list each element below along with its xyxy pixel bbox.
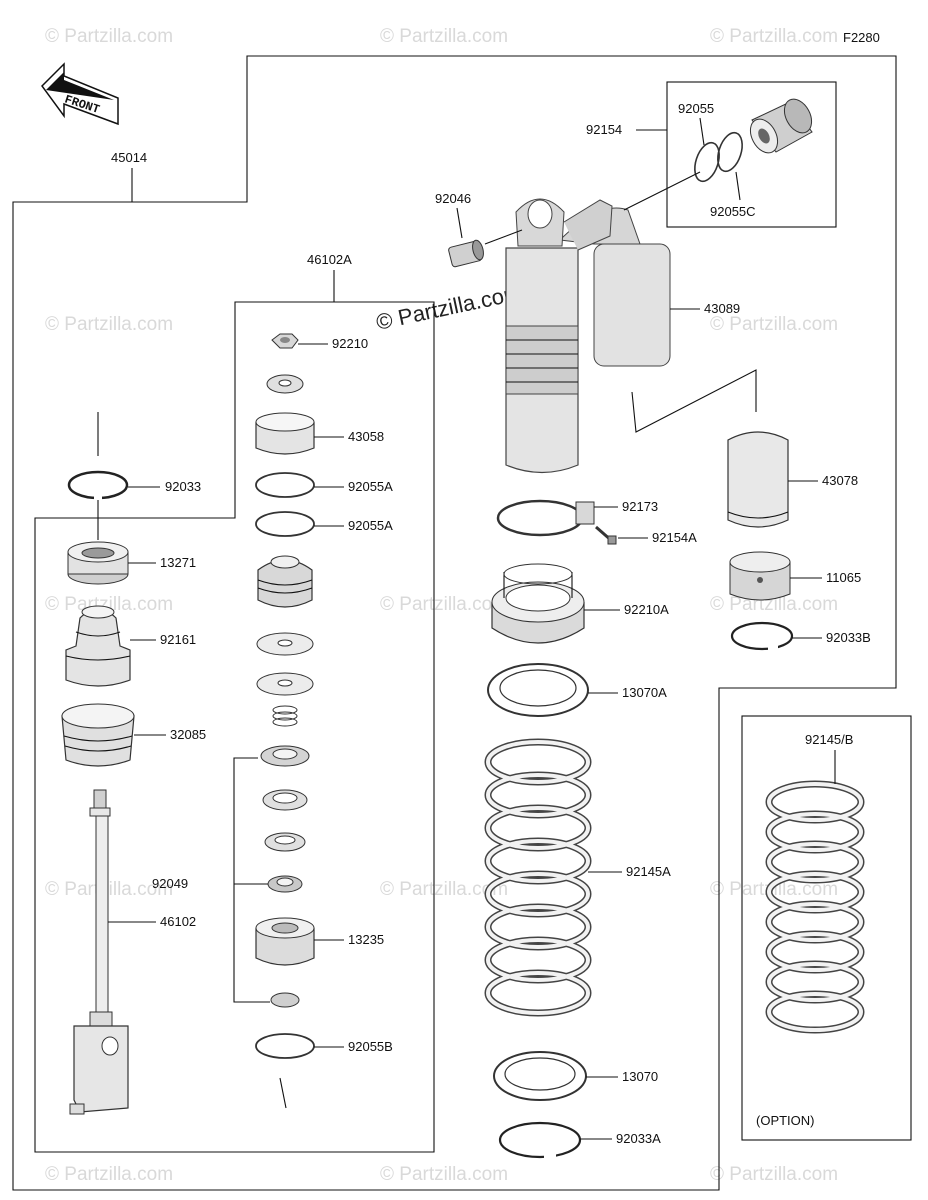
part-spring-seat-13070	[493, 1051, 587, 1101]
part-cover-32085	[61, 703, 135, 767]
label-92173: 92173	[622, 499, 658, 514]
part-seal-head	[257, 555, 313, 608]
label-92055B: 92055B	[348, 1039, 393, 1054]
part-cap-13271	[67, 541, 129, 585]
option-label: (OPTION)	[756, 1113, 815, 1128]
watermark: © Partzilla.com	[380, 594, 508, 615]
part-rod-46102	[69, 789, 129, 1115]
part-washer	[266, 374, 304, 394]
label-43058: 43058	[348, 429, 384, 444]
valve-box	[666, 81, 837, 228]
label-92145B: 92145/B	[805, 732, 853, 747]
label-92154: 92154	[586, 122, 622, 137]
part-circlip-92033A	[498, 1121, 582, 1160]
watermark: © Partzilla.com	[380, 879, 508, 900]
part-circlip-92033	[67, 470, 129, 500]
part-spring-92145B	[765, 780, 865, 1034]
label-92154A: 92154A	[652, 530, 697, 545]
part-circlip-92033B	[730, 621, 794, 652]
part-oring-92055	[694, 141, 720, 183]
assembly-frame-45014	[12, 55, 897, 1191]
watermark: © Partzilla.com	[710, 1164, 838, 1185]
label-92049: 92049	[152, 876, 188, 891]
watermark: © Partzilla.com	[380, 1164, 508, 1185]
label-13235: 13235	[348, 932, 384, 947]
label-92033B: 92033B	[826, 630, 871, 645]
front-arrow-icon: FRONT	[41, 62, 119, 126]
part-shock-body	[505, 198, 671, 474]
part-piston-13235	[255, 917, 315, 966]
watermark: © Partzilla.com	[45, 314, 173, 335]
label-13070A: 13070A	[622, 685, 667, 700]
watermark: © Partzilla.com	[710, 26, 838, 47]
watermark: © Partzilla.com	[45, 594, 173, 615]
label-92055C: 92055C	[710, 204, 756, 219]
part-spring-seat-13070A	[487, 663, 589, 717]
watermark: © Partzilla.com	[380, 26, 508, 47]
part-small-spring	[272, 705, 298, 727]
label-92033A: 92033A	[616, 1131, 661, 1146]
label-11065: 11065	[826, 570, 861, 585]
label-32085: 32085	[170, 727, 206, 742]
label-43078: 43078	[822, 473, 858, 488]
center-watermark: © Partzilla.com	[374, 280, 524, 335]
watermark: © Partzilla.com	[710, 594, 838, 615]
label-92055A-1: 92055A	[348, 479, 393, 494]
label-92210A: 92210A	[624, 602, 669, 617]
part-clamp-92173	[496, 499, 595, 537]
part-seal-92049	[267, 875, 303, 893]
watermark: © Partzilla.com	[45, 1164, 173, 1185]
part-spring-92145A	[484, 738, 592, 1017]
label-92046: 92046	[435, 191, 471, 206]
watermarks: © Partzilla.com © Partzilla.com © Partzi…	[45, 26, 838, 1185]
part-locknut-92210A	[491, 563, 585, 644]
part-bolt-92154A	[595, 525, 617, 545]
part-bladder-43078	[727, 431, 789, 528]
label-45014: 45014	[111, 150, 147, 165]
option-box	[741, 715, 912, 1141]
part-bearing-92046	[448, 239, 484, 268]
watermark: © Partzilla.com	[710, 314, 838, 335]
part-bumper-92161	[65, 605, 131, 687]
label-46102A: 46102A	[307, 252, 352, 267]
watermark: © Partzilla.com	[45, 26, 173, 47]
part-adjuster-valve	[749, 98, 813, 154]
label-46102: 46102	[160, 914, 196, 929]
assembly-frame-46102A	[34, 301, 435, 1153]
part-nut	[270, 992, 300, 1008]
label-92055A-2: 92055A	[348, 518, 393, 533]
watermark: © Partzilla.com	[45, 879, 173, 900]
label-92161: 92161	[160, 632, 196, 647]
part-cap-11065	[729, 551, 791, 601]
label-13070: 13070	[622, 1069, 658, 1084]
part-nut-92210	[271, 333, 299, 349]
part-bushing-43058	[255, 412, 315, 455]
part-oring-92055C	[717, 131, 743, 173]
part-oring-92055A	[255, 472, 315, 498]
label-92145A: 92145A	[626, 864, 671, 879]
label-92055: 92055	[678, 101, 714, 116]
label-92033: 92033	[165, 479, 201, 494]
label-13271: 13271	[160, 555, 196, 570]
label-92210: 92210	[332, 336, 368, 351]
part-oring-92055B	[255, 1033, 315, 1059]
label-43089: 43089	[704, 301, 740, 316]
part-oring-92055A	[255, 511, 315, 537]
figure-code: F2280	[843, 30, 880, 45]
